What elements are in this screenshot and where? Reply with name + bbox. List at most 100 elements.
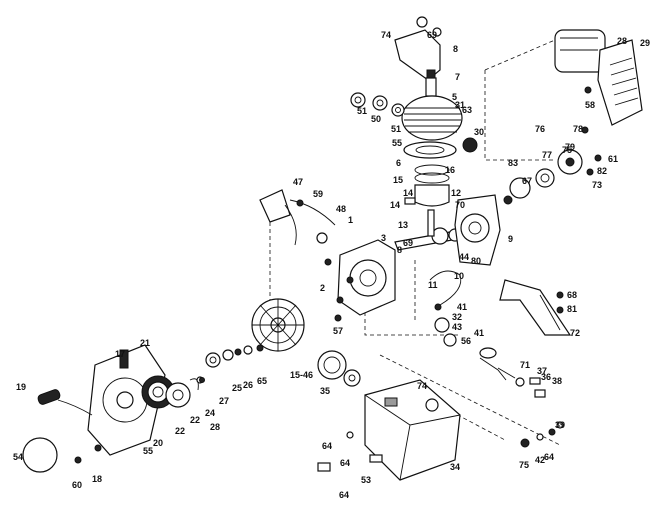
callout: 10	[454, 271, 465, 281]
callout: 71	[520, 360, 531, 370]
callout: 75	[562, 145, 573, 155]
callout: 51	[391, 124, 402, 134]
callout: 39	[555, 420, 566, 430]
callout: 21	[140, 338, 151, 348]
callout: 41	[457, 302, 468, 312]
top-shroud	[394, 16, 442, 81]
callout: 69	[427, 30, 438, 40]
callout: 64	[339, 490, 350, 500]
callout: 22	[175, 426, 186, 436]
callout: 37	[537, 366, 548, 376]
crankcase-left	[334, 239, 396, 322]
callout: 73	[592, 180, 603, 190]
callout: 41	[474, 328, 485, 338]
fuel-tank	[364, 379, 461, 481]
clutch-parts	[503, 126, 602, 205]
callout: 5	[452, 92, 458, 102]
callout: 2	[320, 283, 326, 293]
callout: 57	[333, 326, 344, 336]
callout: 24	[205, 408, 216, 418]
callout: 42	[535, 455, 546, 465]
callout: 28	[617, 36, 628, 46]
callout: 36	[541, 372, 552, 382]
callout: 15	[393, 175, 404, 185]
callout: 14	[403, 188, 414, 198]
callout: 63	[462, 105, 473, 115]
callout: 19	[16, 382, 27, 392]
callout: 50	[371, 114, 382, 124]
callout: 58	[585, 100, 596, 110]
callout: 79	[565, 142, 576, 152]
callout: 75	[519, 460, 530, 470]
callout: 76	[535, 124, 546, 134]
callout: 18	[92, 474, 103, 484]
fuel-line	[429, 270, 462, 347]
callout: 53	[361, 475, 372, 485]
starter-cover	[22, 437, 102, 473]
throttle-control	[259, 189, 336, 266]
callout: 67	[522, 176, 533, 186]
callout: 80	[471, 256, 482, 266]
cylinder	[401, 95, 478, 153]
callout: 81	[567, 304, 578, 314]
callout: 27	[219, 396, 230, 406]
callout: 16	[445, 165, 456, 175]
recoil-spring	[141, 375, 175, 409]
callout: 28	[210, 422, 221, 432]
callout: 22	[190, 415, 201, 425]
piston-rings	[414, 164, 450, 184]
callout: 11	[428, 280, 438, 290]
callout: 32	[452, 312, 463, 322]
callout: 72	[570, 328, 581, 338]
callout: 64	[322, 441, 333, 451]
handle	[499, 279, 572, 336]
callout: 9	[508, 234, 514, 244]
callout: 55	[143, 446, 154, 456]
washers	[199, 344, 264, 383]
callout: 48	[336, 204, 347, 214]
callout: 44	[459, 252, 470, 262]
callout: 64	[340, 458, 351, 468]
callout: 38	[552, 376, 563, 386]
callout: 82	[597, 166, 608, 176]
muffler	[554, 29, 606, 94]
callout: 64	[544, 452, 555, 462]
callout: 51	[357, 106, 368, 116]
ignition-parts	[497, 367, 546, 398]
callout: 29	[640, 38, 651, 48]
callout: 56	[461, 336, 472, 346]
callout: 54	[13, 452, 24, 462]
callout: 6	[396, 158, 402, 168]
callout: 35	[320, 386, 331, 396]
muffler-guard	[597, 39, 643, 126]
piston	[404, 184, 450, 207]
callout: 1	[348, 215, 354, 225]
callout: 15-46	[290, 370, 314, 380]
callout: 60	[72, 480, 83, 490]
callout: 34	[450, 462, 461, 472]
callout: 12	[451, 188, 462, 198]
callout: 26	[243, 380, 254, 390]
callout: 61	[608, 154, 619, 164]
callout: 69	[403, 238, 414, 248]
callout: 13	[398, 220, 409, 230]
callout: 7	[455, 72, 461, 82]
callout: 3	[381, 233, 387, 243]
spark-plug	[425, 69, 437, 97]
callout: 20	[153, 438, 164, 448]
fuel-filter	[479, 347, 507, 381]
callout: 83	[508, 158, 519, 168]
callout: 31	[455, 100, 466, 110]
callout: 25	[232, 383, 243, 393]
spacers	[350, 92, 405, 117]
gasket	[403, 141, 457, 159]
callout: 8	[397, 245, 403, 255]
callout: 17	[115, 349, 126, 359]
callout: 77	[542, 150, 553, 160]
hardware-bottom-right	[317, 421, 564, 472]
callout: 70	[455, 200, 466, 210]
callout: 14	[390, 200, 401, 210]
callout: 78	[573, 124, 584, 134]
flywheel	[251, 298, 305, 352]
